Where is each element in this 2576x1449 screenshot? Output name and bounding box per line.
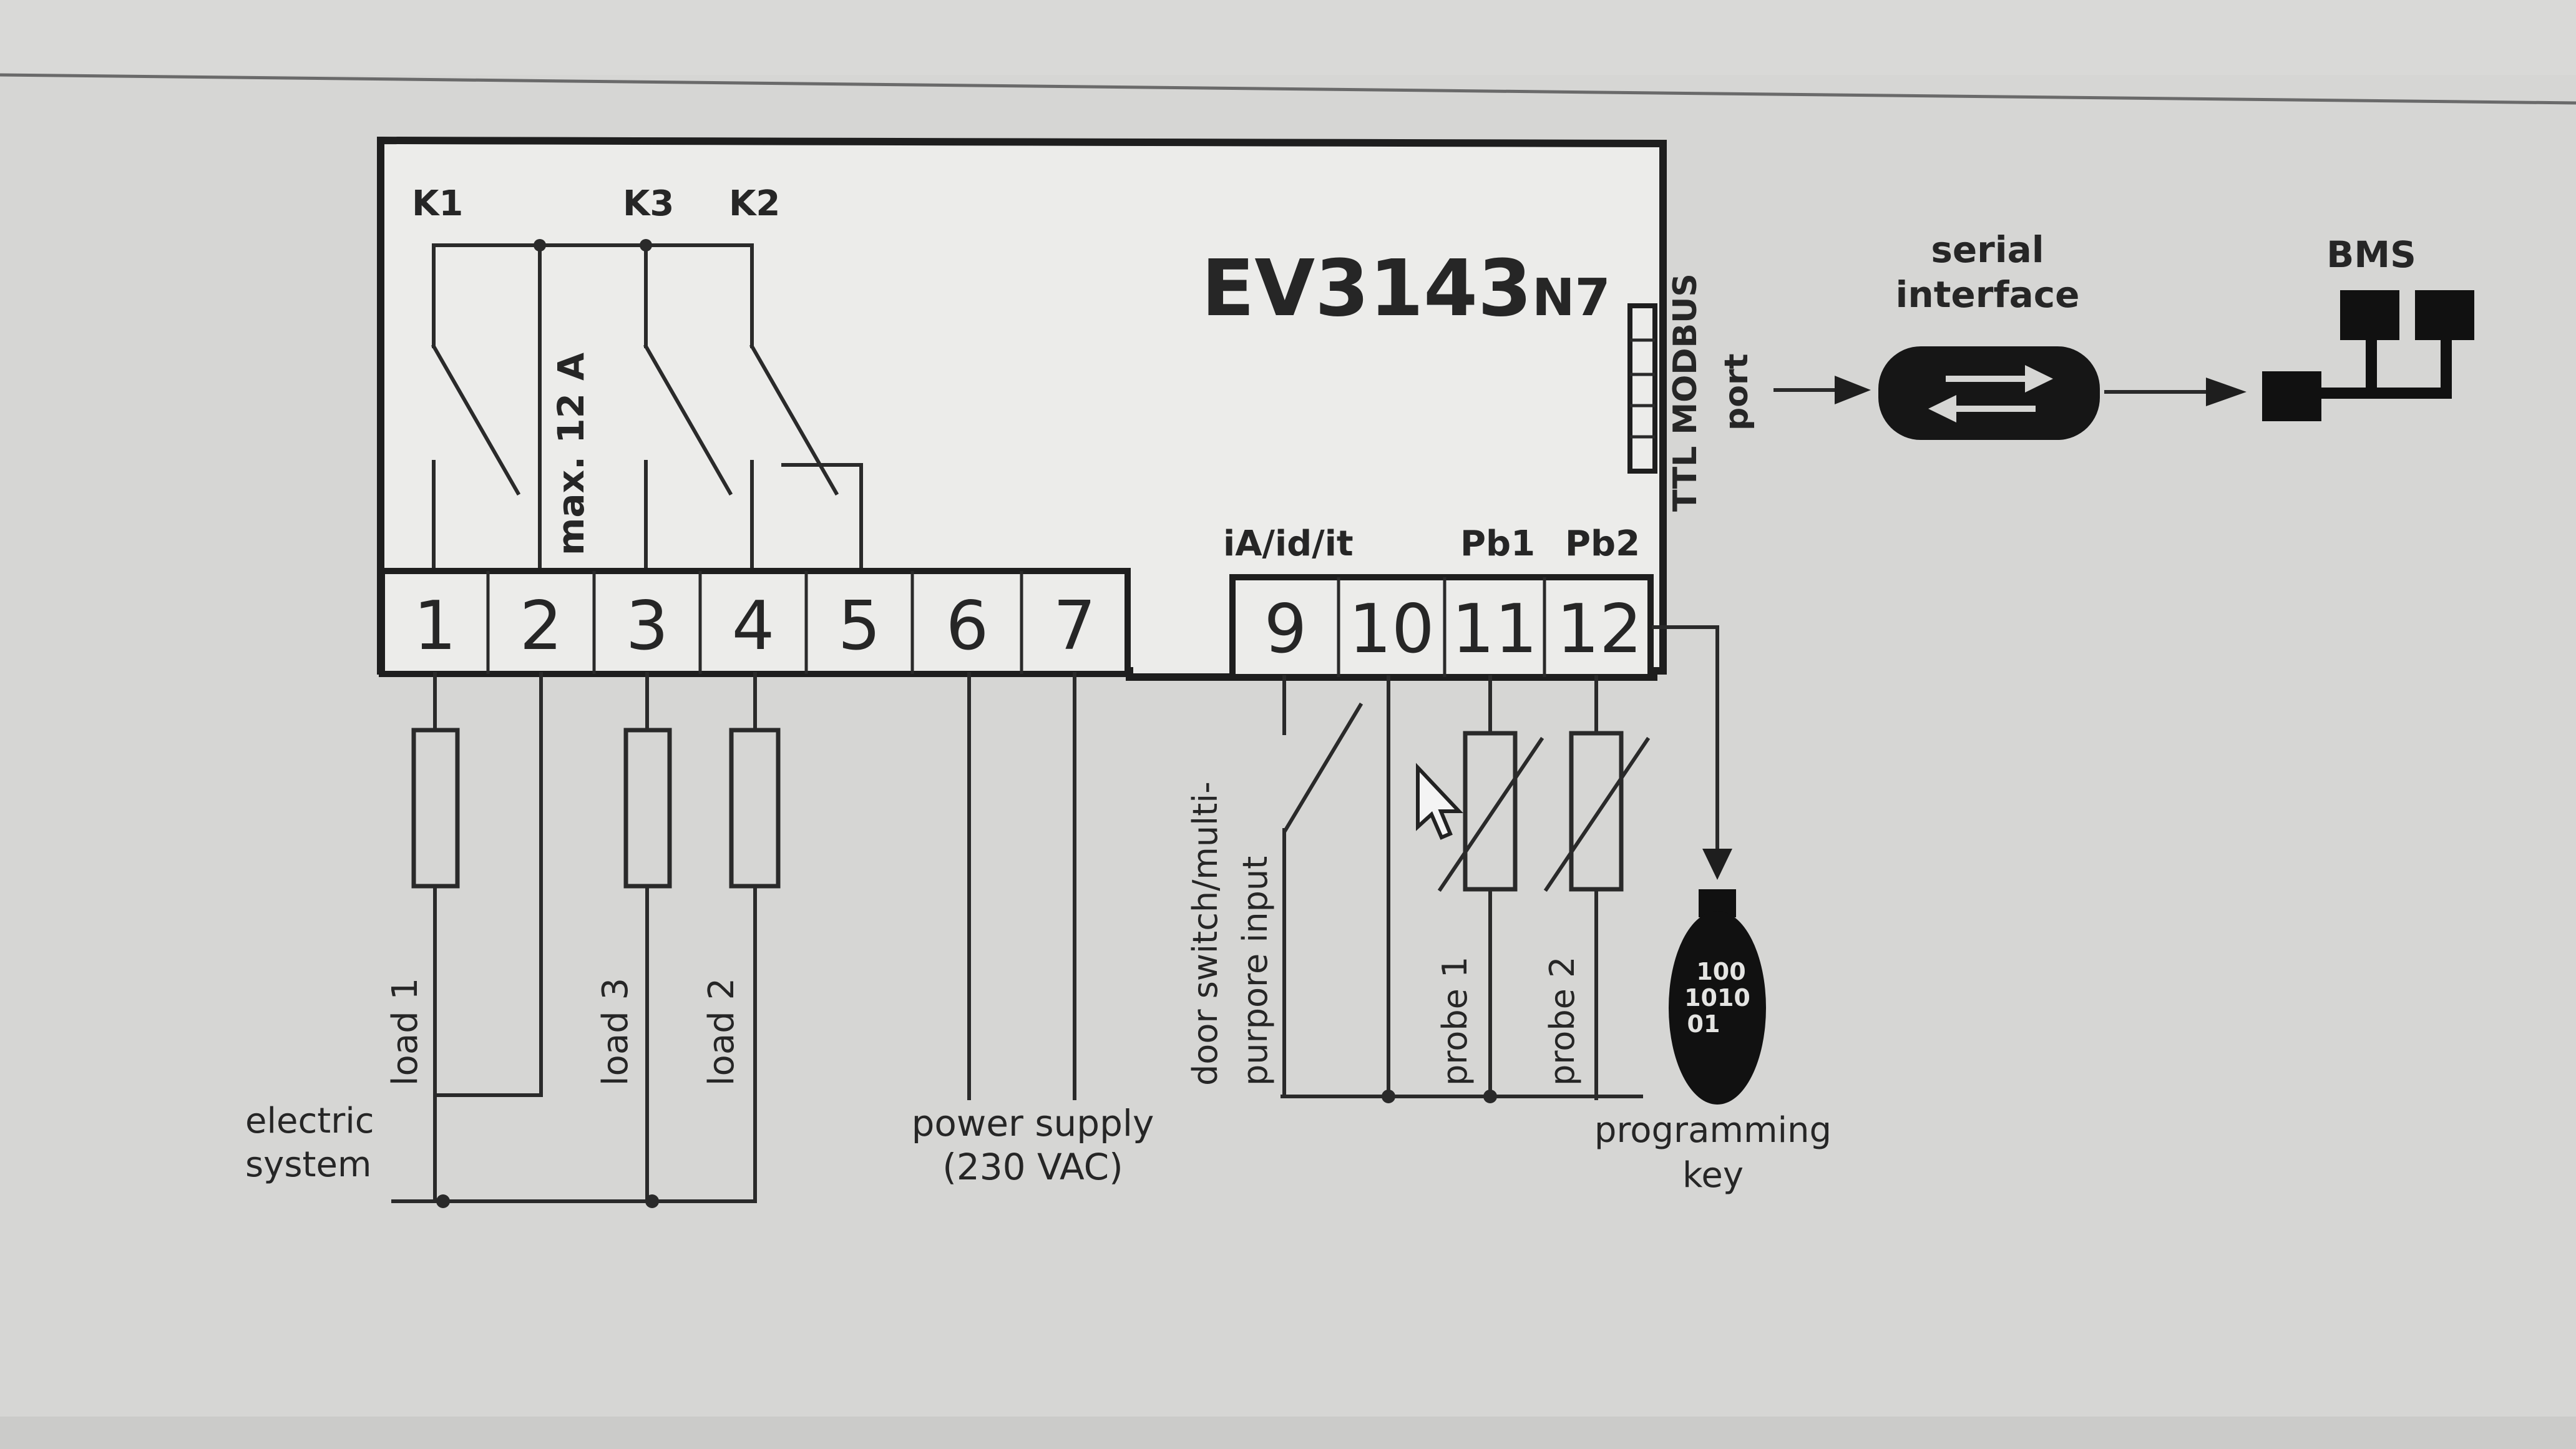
load-wiring (391, 672, 781, 1208)
programming-key-label-2: key (1682, 1155, 1744, 1196)
input-terminal-label: iA/id/it (1223, 524, 1354, 564)
pb1-terminal-label: Pb1 (1460, 524, 1535, 564)
key-connection-arrow (1652, 625, 1732, 880)
port-to-serial-arrow (1773, 376, 1871, 404)
header-divider (0, 73, 2576, 105)
load-1-label: load 1 (385, 978, 426, 1086)
mouse-cursor-icon (1416, 763, 1463, 840)
programming-key-icon: 100 1010 01 (1669, 889, 1766, 1105)
key-binary-2: 1010 (1684, 984, 1750, 1012)
relay-k1-label: K1 (412, 183, 463, 224)
terminal-11: 11 (1451, 590, 1537, 668)
max-current-label: max. 12 A (550, 353, 592, 555)
serial-interface-icon (1878, 346, 2100, 440)
programming-key-label-1: programming (1594, 1110, 1832, 1151)
power-supply-label-1: power supply (912, 1102, 1154, 1144)
load-2-label: load 2 (701, 978, 742, 1086)
ttl-modbus-label: TTL MODBUS (1667, 273, 1704, 512)
electric-system-label-2: system (245, 1144, 371, 1185)
terminal-block-right (1229, 574, 1654, 680)
terminal-12: 12 (1556, 590, 1642, 668)
power-supply-wiring (967, 672, 1076, 1100)
bottom-edge (0, 1417, 2576, 1449)
power-supply-label-2: (230 VAC) (942, 1146, 1123, 1188)
serial-interface-label-1: serial (1931, 228, 2044, 271)
relay-k2-label: K2 (729, 183, 780, 224)
terminal-5: 5 (838, 587, 881, 665)
electric-system-label-1: electric (245, 1101, 374, 1141)
terminal-7: 7 (1053, 587, 1096, 665)
ttl-port-connector (1627, 303, 1657, 474)
terminal-1: 1 (414, 587, 457, 665)
terminal-9: 9 (1264, 590, 1307, 668)
key-binary-1: 100 (1696, 958, 1745, 985)
port-label: port (1718, 354, 1755, 431)
probe-2-label: probe 2 (1543, 957, 1582, 1086)
terminal-2: 2 (520, 587, 563, 665)
terminal-numbers-left: 1 2 3 4 5 6 7 (414, 587, 1096, 665)
relay-k3-label: K3 (623, 183, 674, 224)
terminal-3: 3 (626, 587, 669, 665)
terminal-numbers-right: 9 10 11 12 (1264, 590, 1642, 668)
probe-1-label: probe 1 (1435, 957, 1475, 1086)
terminal-6: 6 (946, 587, 989, 665)
terminal-4: 4 (732, 587, 775, 665)
terminal-block-left (379, 568, 1131, 677)
model-main: EV3143 (1201, 243, 1532, 334)
pb2-terminal-label: Pb2 (1565, 524, 1640, 564)
door-switch-label-2: purpore input (1236, 856, 1275, 1086)
relay-contacts (431, 239, 863, 573)
serial-to-bms-arrow (2104, 378, 2247, 406)
bms-network-icon (2262, 290, 2474, 421)
input-wiring (1281, 675, 1651, 1103)
model-suffix: N7 (1532, 268, 1611, 328)
top-band (0, 0, 2576, 75)
model-name: EV3143N7 (1201, 243, 1611, 334)
bms-label: BMS (2326, 233, 2416, 276)
key-binary-3: 01 (1687, 1010, 1720, 1038)
terminal-10: 10 (1349, 590, 1434, 668)
serial-interface-label-2: interface (1896, 273, 2080, 316)
load-3-label: load 3 (595, 978, 636, 1086)
door-switch-label-1: door switch/multi- (1186, 781, 1225, 1086)
